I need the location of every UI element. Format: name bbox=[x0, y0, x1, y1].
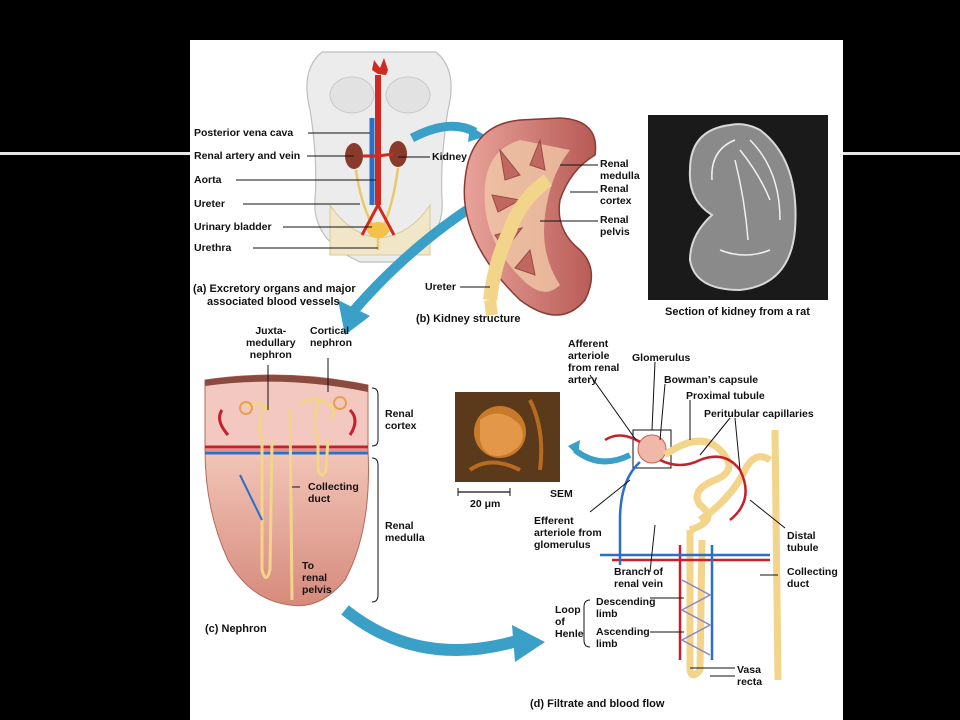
label-collecting-duct-d: Collecting duct bbox=[787, 566, 838, 590]
label-aorta: Aorta bbox=[194, 174, 222, 186]
label-sem: SEM bbox=[550, 488, 573, 500]
label-proximal-tubule: Proximal tubule bbox=[686, 390, 765, 402]
nephron-tissue-block bbox=[204, 374, 369, 607]
panel-a-leader-lines bbox=[236, 132, 430, 249]
label-urethra: Urethra bbox=[194, 242, 232, 254]
label-ureter-a: Ureter bbox=[194, 198, 225, 210]
caption-a: (a) Excretory organs and major associate… bbox=[193, 283, 356, 309]
label-cortical: Cortical nephron bbox=[310, 325, 352, 349]
caption-c: (c) Nephron bbox=[205, 623, 267, 635]
label-peritubular-capillaries: Peritubular capillaries bbox=[704, 408, 814, 420]
caption-a-line1: (a) Excretory organs and major bbox=[193, 283, 356, 295]
caption-d: (d) Filtrate and blood flow bbox=[530, 698, 665, 710]
arrow-d-to-sem bbox=[573, 447, 632, 465]
label-kidney: Kidney bbox=[432, 151, 468, 163]
kidney-cross-section bbox=[463, 117, 597, 316]
label-branch-renal-vein: Branch of renal vein bbox=[614, 566, 664, 590]
panel-c-leader-lines bbox=[267, 358, 379, 603]
label-efferent: Efferent arteriole from glomerulus bbox=[534, 515, 602, 551]
caption-rat: Section of kidney from a rat bbox=[665, 306, 810, 318]
label-to-renal-pelvis: To renal pelvis bbox=[302, 560, 332, 596]
label-collecting-duct-c: Collecting duct bbox=[308, 481, 359, 505]
rat-kidney-photo bbox=[648, 115, 828, 300]
label-ureter-b: Ureter bbox=[425, 281, 456, 293]
label-renal-medulla-c: Renal medulla bbox=[385, 520, 425, 544]
label-renal-medulla-b: Renal medulla bbox=[600, 158, 640, 182]
panel-b-leader-lines bbox=[460, 164, 598, 288]
label-ascending-limb: Ascending limb bbox=[596, 626, 650, 650]
sem-micrograph bbox=[455, 392, 560, 496]
label-glomerulus: Glomerulus bbox=[632, 352, 691, 364]
label-loop-of-henle: Loop of Henle bbox=[555, 604, 584, 640]
label-descending-limb: Descending limb bbox=[596, 596, 656, 620]
label-renal-artery-vein: Renal artery and vein bbox=[194, 150, 301, 162]
caption-b: (b) Kidney structure bbox=[416, 313, 521, 325]
label-posterior-vena-cava: Posterior vena cava bbox=[194, 127, 294, 139]
label-renal-pelvis-b: Renal pelvis bbox=[600, 214, 630, 238]
caption-a-line2: associated blood vessels bbox=[207, 296, 340, 308]
torso-illustration bbox=[306, 51, 452, 263]
label-distal-tubule: Distal tubule bbox=[787, 530, 819, 554]
label-urinary-bladder: Urinary bladder bbox=[194, 221, 272, 233]
arrow-c-to-d bbox=[341, 605, 522, 656]
label-afferent: Afferent arteriole from renal artery bbox=[568, 338, 620, 386]
label-vasa-recta: Vasa recta bbox=[737, 664, 763, 688]
label-bowmans-capsule: Bowman’s capsule bbox=[664, 374, 759, 386]
panel-d-leader-lines bbox=[583, 361, 786, 677]
label-scale-bar: 20 μm bbox=[470, 498, 501, 510]
label-renal-cortex-b: Renal cortex bbox=[600, 183, 632, 207]
label-juxtamedullary: Juxta- medullary nephron bbox=[246, 325, 296, 361]
nephron-detail bbox=[600, 429, 782, 681]
label-renal-cortex-c: Renal cortex bbox=[385, 408, 417, 432]
